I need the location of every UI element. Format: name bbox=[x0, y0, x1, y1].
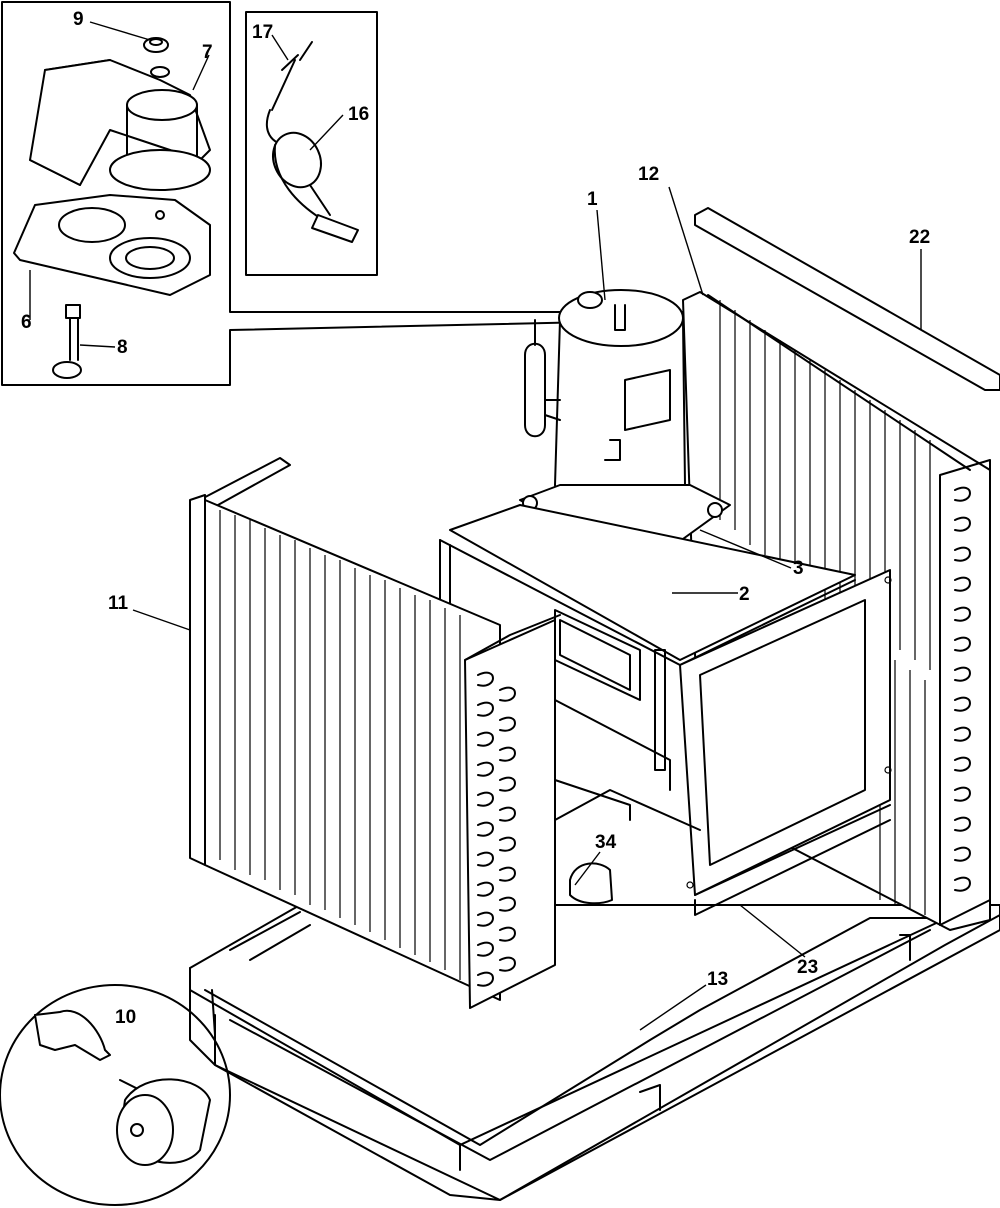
callout-17: 17 bbox=[252, 22, 273, 43]
mounting-pin-part bbox=[52, 304, 82, 379]
callout-13: 13 bbox=[707, 969, 728, 990]
compressor-cover-part bbox=[29, 59, 211, 191]
callout-12: 12 bbox=[638, 164, 659, 185]
callout-2: 2 bbox=[739, 584, 750, 605]
inset-cover-parts bbox=[1, 1, 684, 386]
callout-22: 22 bbox=[909, 227, 930, 248]
evaporator-fins bbox=[219, 510, 461, 980]
inset-capacitor-clamp bbox=[0, 984, 231, 1206]
inset-sensor bbox=[245, 11, 378, 276]
partition-panel bbox=[679, 569, 892, 916]
evaporator-return-bends bbox=[477, 671, 516, 987]
base-pan bbox=[189, 897, 1000, 1201]
callout-23: 23 bbox=[797, 957, 818, 978]
callout-labels: 1 2 3 6 7 8 9 10 11 12 13 16 17 22 23 34 bbox=[21, 9, 930, 1028]
callout-11: 11 bbox=[108, 593, 129, 614]
callout-10: 10 bbox=[115, 1007, 136, 1028]
callout-3: 3 bbox=[793, 558, 804, 579]
callout-9: 9 bbox=[73, 9, 84, 30]
leader-lines bbox=[29, 21, 922, 1031]
gasket-plate-part bbox=[13, 194, 211, 296]
callout-1: 1 bbox=[587, 189, 598, 210]
callout-8: 8 bbox=[117, 337, 128, 358]
callout-6: 6 bbox=[21, 312, 32, 333]
insulation-bar bbox=[694, 207, 1000, 391]
callout-34: 34 bbox=[595, 832, 617, 853]
nut-part bbox=[143, 37, 170, 78]
condenser-return-bends bbox=[954, 486, 971, 892]
evaporator-coil bbox=[189, 457, 561, 1009]
callout-7: 7 bbox=[202, 42, 213, 63]
callout-16: 16 bbox=[348, 104, 369, 125]
